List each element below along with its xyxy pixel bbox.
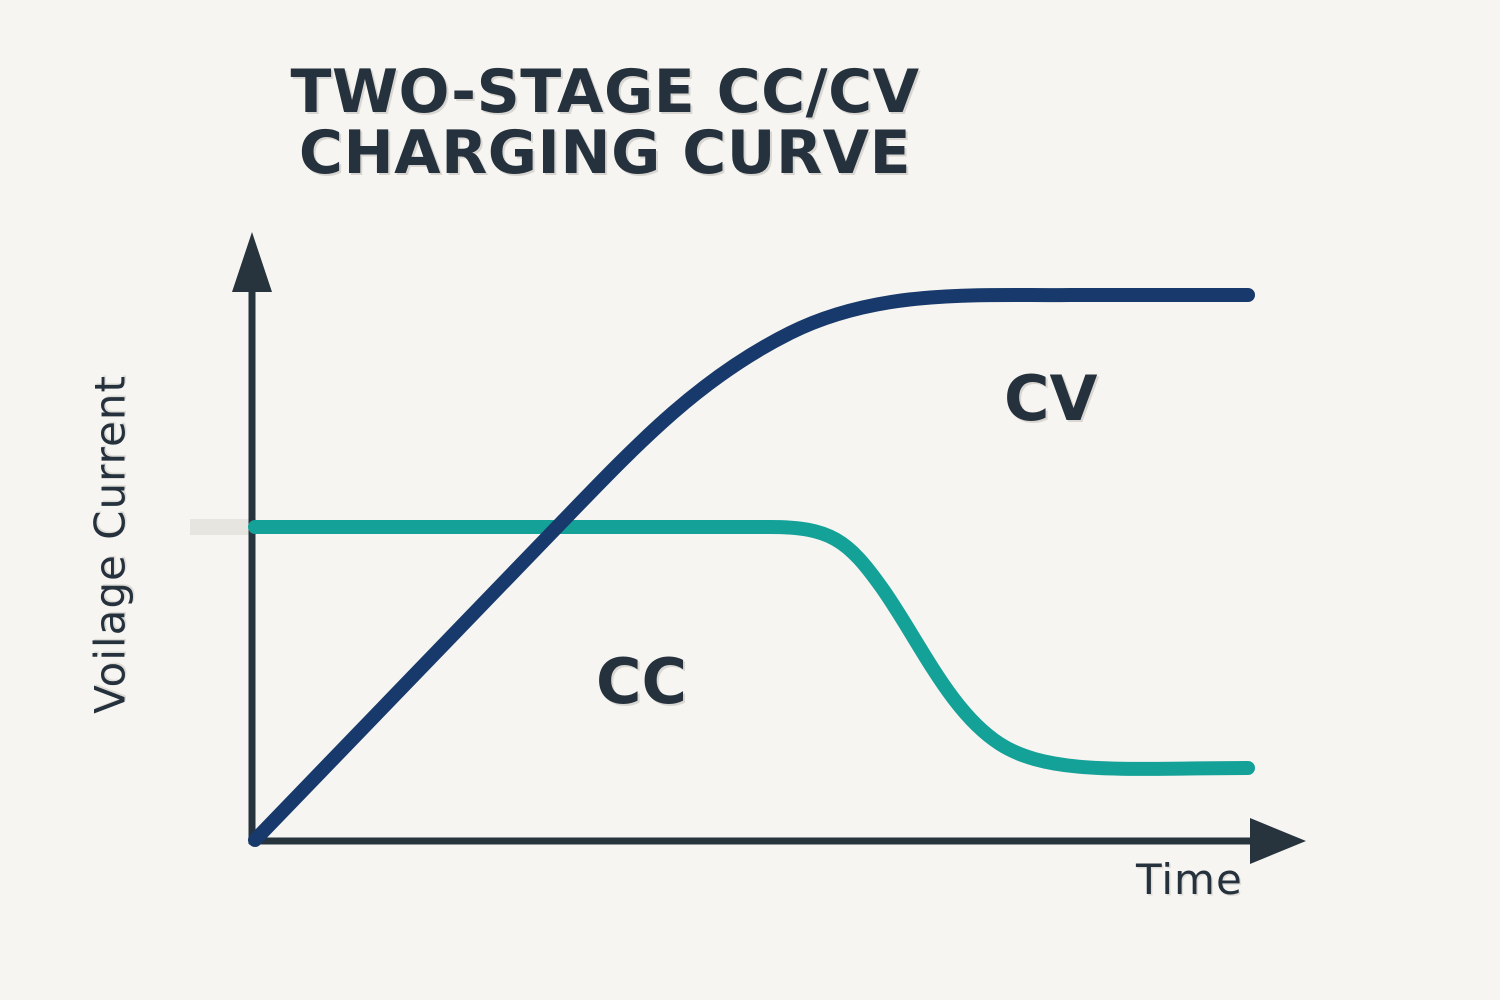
page-title: Two-Stage CC/CV Charging Curve <box>290 57 920 189</box>
annotation-cc: CC <box>596 645 688 718</box>
y-axis-label: Voilage Current <box>85 375 135 714</box>
x-axis-arrow-icon <box>1250 818 1306 864</box>
annotation-cv: CV <box>1004 362 1098 435</box>
series-line-current <box>248 520 1255 776</box>
series-line-voltage <box>248 288 1255 847</box>
y-axis-arrow-icon <box>232 232 272 292</box>
x-axis-label: Time <box>1136 855 1243 904</box>
plot-smudge <box>190 519 256 535</box>
